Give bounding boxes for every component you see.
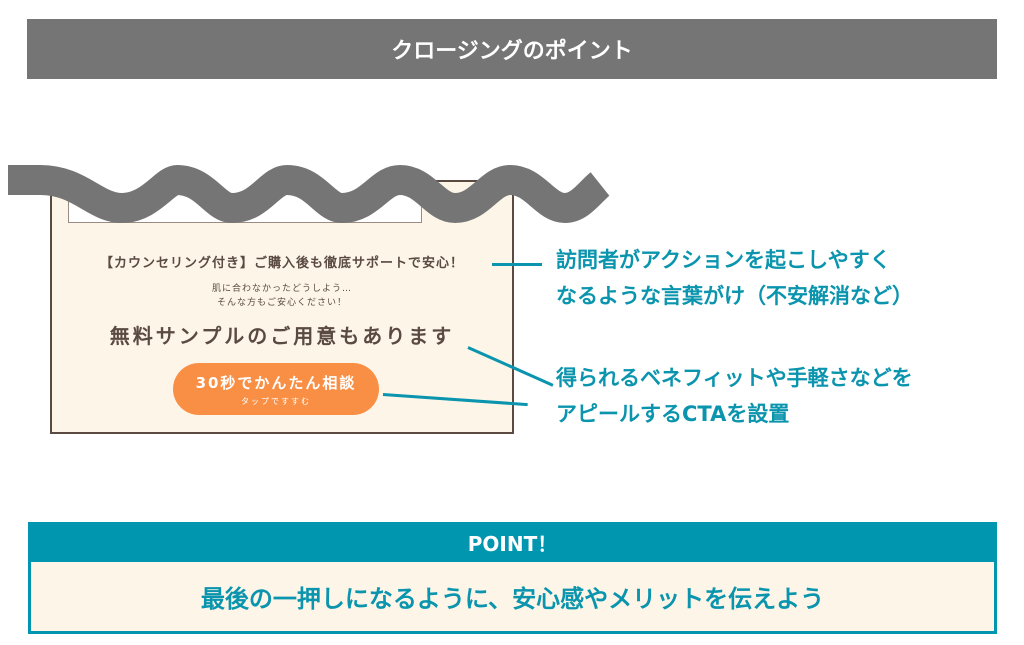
annotation-2-line2: アピールするCTAを設置 [556, 402, 790, 426]
consult-cta-button[interactable]: 30秒でかんたん相談 タップですすむ [173, 363, 379, 415]
cta-label: 30秒でかんたん相談 [195, 374, 357, 392]
cta-sublabel: タップですすむ [241, 397, 311, 406]
card-main-copy: 無料サンプルのご用意もあります [109, 324, 455, 348]
annotation-1: 訪問者がアクションを起こしやすく なるような言葉がけ（不安解消など） [556, 242, 913, 314]
section-title: クロージングのポイント [391, 39, 633, 64]
wave-divider [8, 164, 610, 224]
card-subtext-2: そんな方もご安心ください！ [216, 298, 347, 308]
card-headline: 【カウンセリング付き】ご購入後も徹底サポートで安心！ [99, 256, 464, 271]
annotation-line-1 [492, 263, 542, 266]
annotation-1-line1: 訪問者がアクションを起こしやすく [556, 248, 891, 272]
point-label-bar: POINT！ [28, 522, 997, 562]
annotation-1-line2: なるような言葉がけ（不安解消など） [556, 284, 913, 308]
point-box: 最後の一押しになるように、安心感やメリットを伝えよう [28, 562, 997, 634]
annotation-2-line1: 得られるベネフィットや手軽さなどを [556, 366, 913, 390]
point-text: 最後の一押しになるように、安心感やメリットを伝えよう [200, 585, 825, 613]
card-subtext-1: 肌に合わなかったどうしよう… [211, 284, 352, 294]
annotation-2: 得られるベネフィットや手軽さなどを アピールするCTAを設置 [556, 360, 913, 432]
point-label: POINT！ [467, 531, 558, 556]
section-header: クロージングのポイント [27, 19, 997, 79]
